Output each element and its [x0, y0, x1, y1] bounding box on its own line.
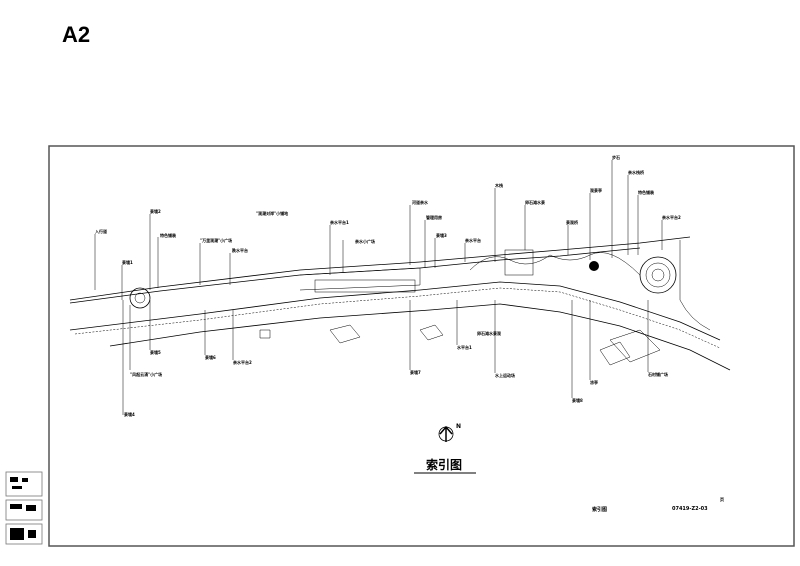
plaza-circle-west [129, 287, 151, 309]
label: 卵石滩水景 [525, 199, 545, 205]
label: 卵石滩水景观 [477, 330, 501, 336]
label: 凉亭 [590, 379, 598, 385]
label: 亲水平台2 [662, 214, 681, 220]
label: 景墙6 [205, 354, 216, 360]
label: 入行道 [95, 228, 107, 234]
drawing-title: 索引图 [426, 457, 462, 472]
north-label: N [456, 423, 461, 430]
label: 亲水平台 [465, 237, 481, 243]
north-arrow-icon [438, 425, 454, 442]
label: 步石 [612, 154, 620, 160]
label: 亲水平台1 [330, 219, 349, 225]
title-block-name: 索引图 [592, 506, 607, 513]
label: 亲水栈桥 [628, 169, 644, 175]
label: 特色铺装 [160, 232, 176, 238]
label: 景墙1 [122, 259, 133, 265]
label: 石材铺广场 [647, 371, 668, 377]
label: 河道亲水 [412, 199, 429, 205]
label: 景墙7 [410, 369, 421, 375]
label: 景墙3 [436, 232, 447, 238]
label: 亲水平台2 [233, 359, 252, 365]
label: 景墙8 [572, 397, 583, 403]
label: 景观桥 [566, 219, 578, 225]
label: "观潮对岸"小铺地 [256, 210, 288, 216]
sheet-label: A2 [62, 22, 91, 47]
label: 景墙2 [150, 208, 161, 214]
label: "万里观潮"小广场 [200, 237, 232, 243]
label: 景墙4 [124, 411, 135, 417]
leader-lines [94, 160, 663, 415]
label: 跌水平台 [232, 247, 248, 253]
label: 水平台1 [456, 344, 472, 350]
page-mark: 页 [720, 496, 724, 502]
label: 水上运动场 [494, 372, 515, 378]
label: 特色铺装 [638, 189, 654, 195]
top-labels: 入行道 景墙1 特色铺装 景墙2 "万里观潮"小广场 跌水平台 "观潮对岸"小铺… [95, 154, 681, 265]
bottom-labels: "风起云涌"小广场 景墙4 景墙5 景墙6 亲水平台2 景墙7 水平台1 卵石滩… [124, 330, 668, 417]
key-plan-thumbnails [5, 471, 43, 545]
label: 观景亭 [589, 187, 602, 193]
label: 管理用房 [426, 214, 442, 220]
label: 景墙5 [150, 349, 161, 355]
drawing-frame [48, 145, 795, 547]
plaza-circle-east [639, 256, 677, 294]
label: "风起云涌"小广场 [130, 371, 162, 377]
label: 木栈 [494, 182, 503, 188]
label: 亲水小广场 [355, 238, 375, 244]
drawing-number: 07419-Z2-03 [672, 506, 708, 512]
site-plan [69, 236, 731, 371]
